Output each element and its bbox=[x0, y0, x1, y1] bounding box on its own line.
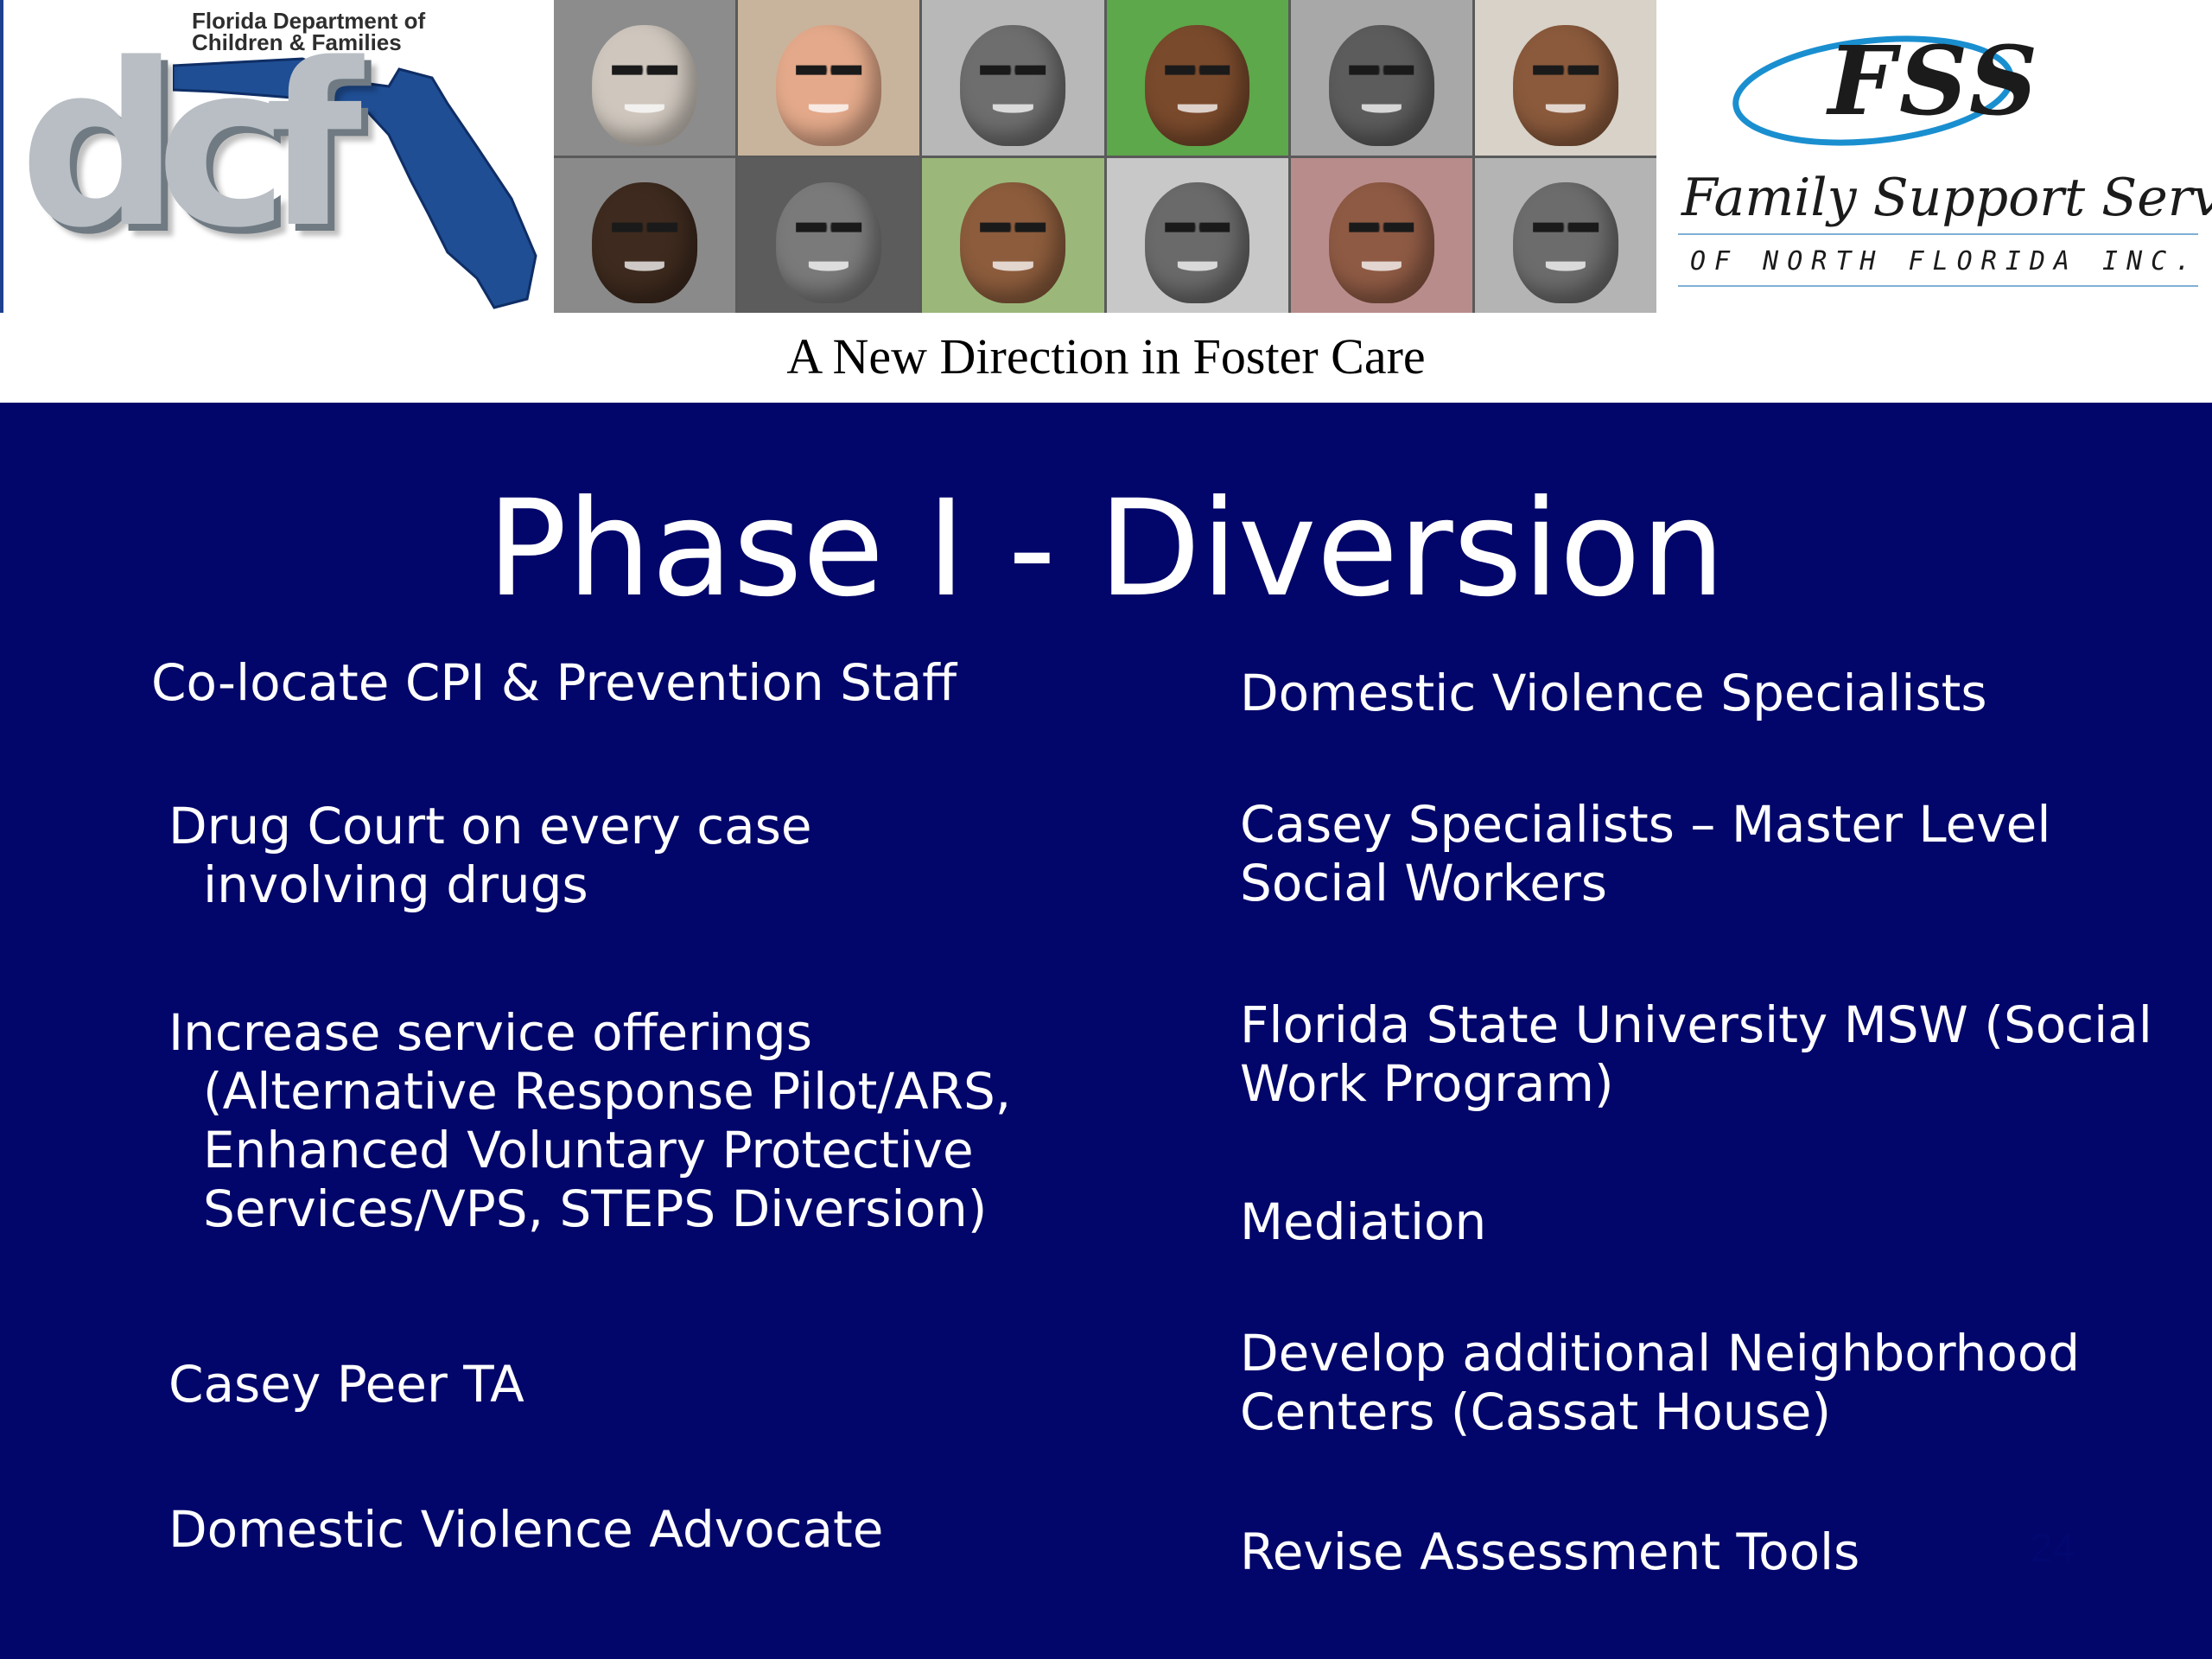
slide-title: Phase I - Diversion bbox=[486, 472, 1726, 626]
header-banner: dcf Florida Department of Children & Fam… bbox=[0, 0, 2212, 403]
left-item-casey-peer: Casey Peer TA bbox=[168, 1355, 524, 1414]
child-smile bbox=[809, 104, 849, 114]
dcf-caption-line1: Florida Department of bbox=[192, 8, 426, 34]
fss-mark: FSS bbox=[1827, 25, 2042, 137]
child-smile bbox=[809, 261, 849, 271]
child-face bbox=[592, 182, 698, 304]
child-smile bbox=[1177, 261, 1217, 271]
child-face bbox=[1512, 182, 1618, 304]
child-smile bbox=[1545, 261, 1586, 271]
right-item-casey-specialists: Casey Specialists – Master Level Social … bbox=[1240, 795, 2051, 912]
child-face bbox=[776, 182, 882, 304]
child-smile bbox=[1361, 104, 1402, 114]
child-face bbox=[776, 24, 882, 146]
child-eyes bbox=[1164, 222, 1230, 232]
child-smile bbox=[624, 104, 665, 114]
child-eyes bbox=[612, 65, 677, 75]
dcf-logo: dcf Florida Department of Children & Fam… bbox=[0, 0, 553, 313]
children-photo-icon bbox=[738, 0, 920, 156]
children-photo-grid bbox=[554, 0, 1656, 313]
child-eyes bbox=[980, 65, 1046, 75]
child-face bbox=[592, 24, 698, 146]
child-eyes bbox=[612, 222, 677, 232]
tagline: A New Direction in Foster Care bbox=[786, 328, 1426, 385]
child-eyes bbox=[980, 222, 1046, 232]
left-item-drug-court: Drug Court on every case involving drugs bbox=[168, 797, 812, 914]
fss-divider bbox=[1678, 285, 2198, 287]
child-smile bbox=[993, 261, 1033, 271]
right-item-fsu-msw: Florida State University MSW (Social Wor… bbox=[1240, 995, 2152, 1113]
florida-map-icon bbox=[173, 57, 537, 309]
fss-swoosh-icon bbox=[1732, 35, 2014, 146]
child-face bbox=[1512, 24, 1618, 146]
child-eyes bbox=[1348, 65, 1414, 75]
right-item-mediation: Mediation bbox=[1240, 1192, 1487, 1251]
child-face bbox=[1144, 24, 1250, 146]
child-eyes bbox=[1533, 65, 1599, 75]
left-item-co-locate: Co-locate CPI & Prevention Staff bbox=[151, 653, 957, 712]
right-item-neighborhood-centers: Develop additional Neighborhood Centers … bbox=[1240, 1324, 2081, 1441]
child-face bbox=[1328, 182, 1434, 304]
children-photo-icon bbox=[1474, 0, 1656, 156]
children-photo-icon bbox=[1106, 157, 1288, 313]
child-face bbox=[960, 182, 1066, 304]
children-photo-icon bbox=[922, 157, 1104, 313]
children-photo-icon bbox=[738, 157, 920, 313]
children-photo-icon bbox=[554, 157, 736, 313]
children-photo-icon bbox=[1474, 157, 1656, 313]
right-item-assessment-tools: Revise Assessment Tools bbox=[1240, 1522, 1860, 1581]
child-smile bbox=[624, 261, 665, 271]
child-face bbox=[960, 24, 1066, 146]
slide-body: Phase I - Diversion Co-locate CPI & Prev… bbox=[0, 403, 2212, 1659]
dcf-caption: Florida Department of Children & Familie… bbox=[192, 10, 537, 54]
children-photo-icon bbox=[922, 0, 1104, 156]
child-eyes bbox=[1348, 222, 1414, 232]
logo-border bbox=[0, 0, 3, 313]
fss-name: Family Support Services bbox=[1681, 168, 2212, 228]
child-eyes bbox=[1164, 65, 1230, 75]
child-face bbox=[1144, 182, 1250, 304]
left-item-service-offerings: Increase service offerings (Alternative … bbox=[168, 1003, 1012, 1238]
child-smile bbox=[993, 104, 1033, 114]
child-eyes bbox=[1533, 222, 1599, 232]
child-smile bbox=[1177, 104, 1217, 114]
dcf-letters: dcf bbox=[19, 16, 362, 277]
page-number: 24 bbox=[2031, 1525, 2075, 1570]
child-eyes bbox=[796, 222, 862, 232]
fss-subtitle: OF NORTH FLORIDA INC. bbox=[1690, 246, 2200, 276]
dcf-caption-line2: Children & Families bbox=[192, 29, 402, 55]
right-item-dv-specialists: Domestic Violence Specialists bbox=[1240, 664, 1987, 722]
children-photo-icon bbox=[1106, 0, 1288, 156]
child-smile bbox=[1545, 104, 1586, 114]
child-face bbox=[1328, 24, 1434, 146]
child-eyes bbox=[796, 65, 862, 75]
fss-divider bbox=[1678, 233, 2198, 235]
fss-logo: FSS Family Support Services OF NORTH FLO… bbox=[1657, 0, 2212, 313]
children-photo-icon bbox=[1290, 157, 1472, 313]
children-photo-icon bbox=[1290, 0, 1472, 156]
children-photo-icon bbox=[554, 0, 736, 156]
child-smile bbox=[1361, 261, 1402, 271]
left-item-dv-advocate: Domestic Violence Advocate bbox=[168, 1500, 884, 1559]
